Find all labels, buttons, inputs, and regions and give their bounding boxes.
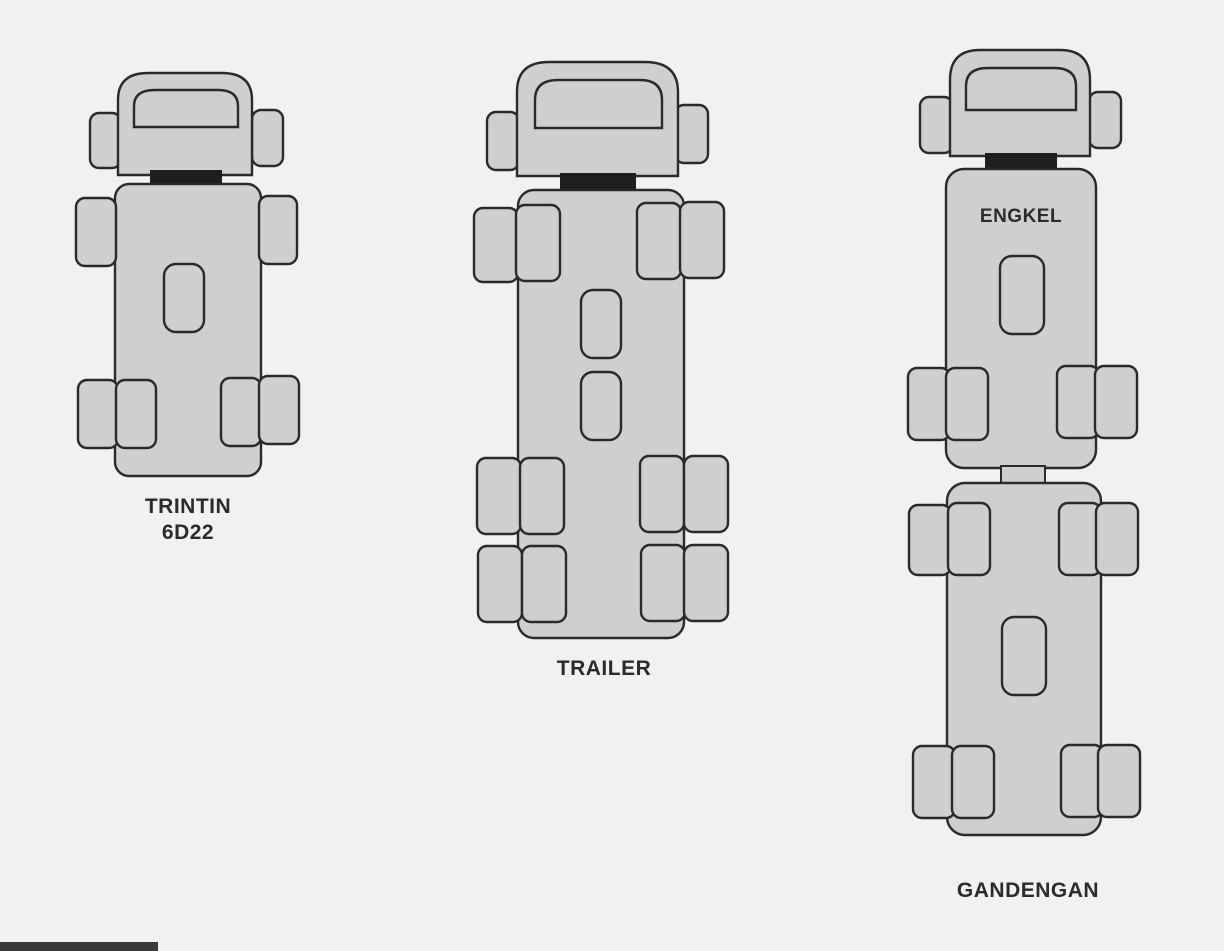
label-trailer: TRAILER [556,657,652,680]
trailer-wheel [639,543,687,623]
trintin-windshield [132,88,240,129]
truck-trintin [74,71,301,478]
engkel-wheel [1093,364,1139,440]
gandengan-wheel [946,501,992,577]
trintin-mirror-right [250,108,285,168]
label-trintin-line2: 6D22 [161,521,215,544]
trintin-hitch [150,170,222,185]
gandengan-wheel [1094,501,1140,577]
trintin-wheel [76,378,120,450]
trailer-wheel [518,456,566,536]
gandengan-windshield [964,66,1078,112]
label-trintin: TRINTIN 6D22 [118,494,258,546]
trailer-center-block [579,370,623,442]
trailer-wheel [635,201,683,281]
gandengan-hitch [985,153,1057,170]
trailer-hitch [560,173,636,191]
trailer-wheel [475,456,523,536]
trailer-mirror-left [485,110,521,172]
trintin-wheel [257,194,299,266]
label-gandengan: GANDENGAN [956,879,1100,902]
engkel-wheel [944,366,990,442]
gandengan-wheel [1096,743,1142,819]
engkel-wheel [1055,364,1101,440]
gandengan-mirror-left [918,95,955,155]
gandengan-center-block [1000,615,1048,697]
truck-trailer [472,60,730,640]
gandengan-wheel [911,744,957,820]
trintin-wheel [114,378,158,450]
trailer-center-block [579,288,623,360]
gandengan-wheel [950,744,996,820]
gandengan-mirror-right [1087,90,1123,150]
trailer-wheel [514,203,562,283]
gandengan-coupler [1000,465,1046,485]
trailer-wheel [678,200,726,280]
gandengan-wheel [1059,743,1105,819]
trailer-wheel [682,543,730,623]
trailer-wheel [638,454,686,534]
trintin-center-block [162,262,206,334]
engkel-wheel [906,366,952,442]
trintin-wheel [257,374,301,446]
engkel-center-block [998,254,1046,336]
gandengan-wheel [1057,501,1103,577]
trintin-mirror-left [88,111,123,170]
trailer-wheel [472,206,520,284]
gandengan-wheel [907,503,953,577]
label-trintin-line1: TRINTIN [144,495,232,518]
trintin-wheel [219,376,263,448]
trailer-wheel [520,544,568,624]
trailer-mirror-right [673,103,710,165]
trailer-windshield [533,78,664,130]
trintin-wheel [74,196,118,268]
label-engkel: ENGKEL [979,206,1063,227]
scan-edge-bar [0,942,158,951]
truck-gandengan [906,48,1142,837]
trailer-wheel [476,544,524,624]
trailer-wheel [682,454,730,534]
